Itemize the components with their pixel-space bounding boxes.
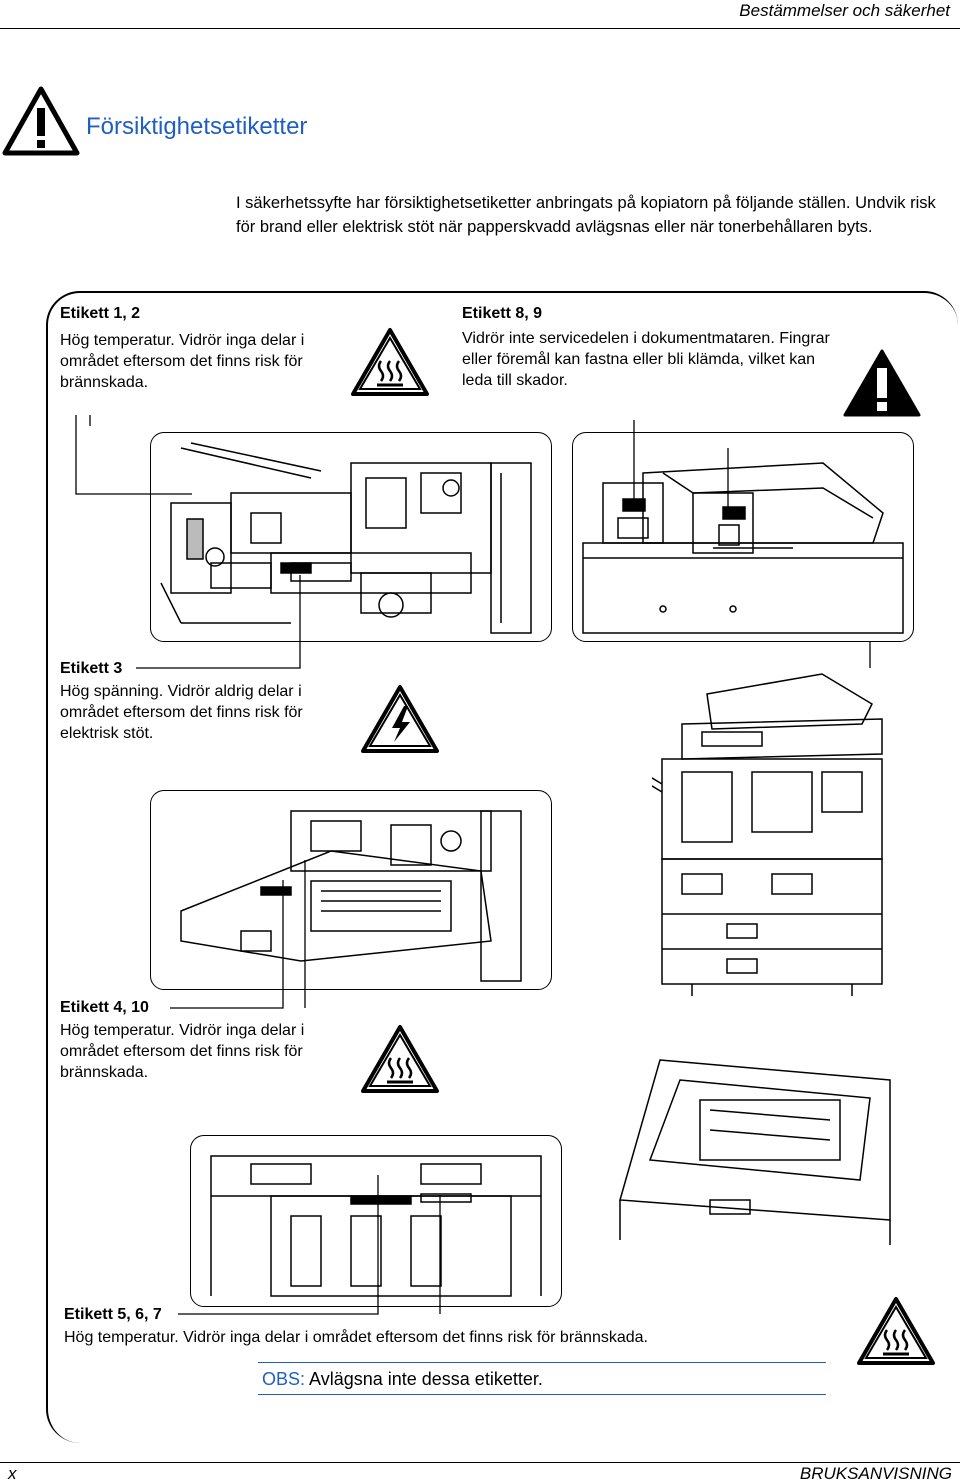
warning-icon <box>2 86 80 156</box>
label-8-9-title: Etikett 8, 9 <box>462 305 543 322</box>
section-title: Försiktighetsetiketter <box>86 113 308 140</box>
intro-paragraph: I säkerhetssyfte har försiktighetsetiket… <box>236 194 936 236</box>
hot-surface-icon <box>351 328 429 396</box>
running-header: Bestämmelser och säkerhet <box>739 1 950 20</box>
note-text: Avlägsna inte dessa etiketter. <box>309 1369 543 1389</box>
footer-rule <box>0 1462 960 1463</box>
warning-icon <box>843 349 921 417</box>
label-5-6-7-title: Etikett 5, 6, 7 <box>64 1306 162 1323</box>
label-4-10-title: Etikett 4, 10 <box>60 999 149 1016</box>
hot-surface-icon <box>361 1025 439 1093</box>
figure-fuser-unit <box>150 432 552 642</box>
label-1-2: Etikett 1, 2 Hög temperatur. Vidrör inga… <box>60 303 340 393</box>
labels-panel <box>46 291 958 1443</box>
figure-document-feeder <box>572 432 914 642</box>
label-3-title: Etikett 3 <box>60 660 123 677</box>
header-rule <box>0 28 960 29</box>
label-4-10-text: Hög temperatur. Vidrör inga delar i områ… <box>60 1022 305 1081</box>
label-1-2-title: Etikett 1, 2 <box>60 305 141 322</box>
figure-fuser-bottom <box>190 1135 562 1307</box>
copier-overview-illustration <box>652 673 883 996</box>
label-8-9-text: Vidrör inte servicedelen i dokumentmatar… <box>462 330 830 389</box>
label-1-2-text: Hög temperatur. Vidrör inga delar i områ… <box>60 332 305 391</box>
note-key: OBS: <box>262 1369 306 1389</box>
label-3: Etikett 3 Hög spänning. Vidrör aldrig de… <box>60 658 340 744</box>
label-3-text: Hög spänning. Vidrör aldrig delar i områ… <box>60 683 303 742</box>
document-feeder-illustration <box>582 462 904 634</box>
fuser-bottom-illustration <box>210 1155 542 1297</box>
label-5-6-7-text: Hög temperatur. Vidrör inga delar i områ… <box>64 1329 648 1346</box>
label-4-10: Etikett 4, 10 Hög temperatur. Vidrör ing… <box>60 997 340 1083</box>
high-voltage-icon <box>361 685 439 753</box>
paper-drawer-illustration <box>619 1059 891 1245</box>
high-voltage-area-illustration <box>180 810 522 982</box>
hot-surface-icon <box>857 1297 935 1365</box>
page-number: x <box>8 1464 17 1483</box>
fuser-illustration <box>160 442 532 634</box>
label-5-6-7: Etikett 5, 6, 7 Hög temperatur. Vidrör i… <box>64 1304 764 1348</box>
label-8-9: Etikett 8, 9 Vidrör inte servicedelen i … <box>462 303 842 391</box>
figure-high-voltage-area <box>150 790 552 990</box>
note-box: OBS: Avlägsna inte dessa etiketter. <box>258 1362 826 1395</box>
manual-name: BRUKSANVISNING <box>799 1464 952 1483</box>
